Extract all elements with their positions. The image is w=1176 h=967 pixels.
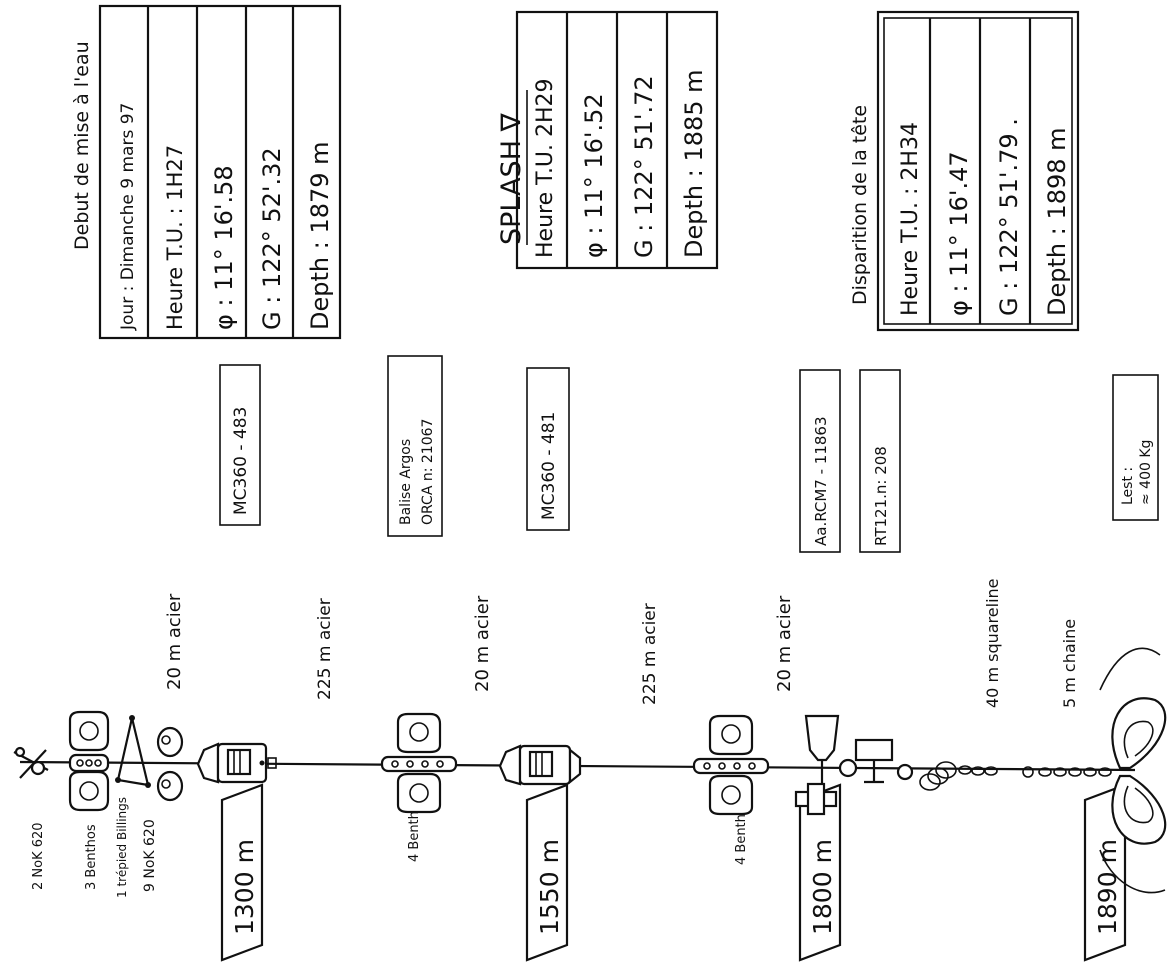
splash-row-time: Heure T.U. 2H29 [533,78,558,258]
svg-text:MC360 - 483: MC360 - 483 [231,407,251,515]
svg-text:1550 m: 1550 m [535,839,564,935]
svg-text:1890 m: 1890 m [1093,839,1122,935]
current-meter-481-icon [500,746,580,784]
svg-text:RT121.n: 208: RT121.n: 208 [872,446,890,546]
disappear-row-time: Heure T.U. : 2H34 [898,122,923,316]
svg-text:ORCA n: 21067: ORCA n: 21067 [420,419,436,525]
tripod-icon [115,715,151,788]
cable-label-225m-2: 225 m acier [640,603,660,705]
float-label-nok620-9: 9 NoK 620 [142,819,158,892]
svg-text:1800 m: 1800 m [808,839,837,935]
squareline-coil-icon [920,762,956,790]
disappear-row-depth: Depth : 1898 m [1043,127,1071,316]
argos-beacon-label: Balise Argos ORCA n: 21067 [388,356,442,536]
splash-row-depth: Depth : 1885 m [680,69,708,258]
current-meter-483-icon [198,744,276,782]
mc360-481-label: MC360 - 481 [527,368,569,530]
disappear-row-longitude: G : 122° 51'.79 . [995,118,1023,316]
depth-tag-1300: 1300 m [222,785,262,960]
benthos-float-group-3 [694,716,768,814]
splash-info-panel: SPLASH ∇ Heure T.U. 2H29 φ : 11° 16'.52 … [496,12,717,268]
aa-rcm7-label: Aa.RCM7 - 11863 [800,370,840,552]
cable-label-20m-2: 20 m acier [472,595,493,692]
ballast-label: Lest : ≈ 400 Kg [1113,375,1158,520]
float-label-benthos-3: 3 Benthos [84,824,99,890]
start-row-date: Jour : Dimanche 9 mars 97 [118,103,138,331]
benthos-float-group-1 [70,712,108,810]
rt121-label: RT121.n: 208 [860,370,900,552]
svg-text:Aa.RCM7 - 11863: Aa.RCM7 - 11863 [812,416,830,546]
svg-text:Balise Argos: Balise Argos [398,439,414,525]
cable-label-squareline: 40 m squareline [983,579,1002,709]
float-label-nok620-2: 2 NoK 620 [31,822,46,890]
disappear-title: Disparition de la tête [849,105,871,305]
cable-label-20m-3: 20 m acier [774,595,795,692]
disappear-row-latitude: φ : 11° 16'.47 [945,151,973,316]
depth-tag-1550: 1550 m [527,785,567,960]
chain-icon [959,766,1111,777]
float-label-tripod: 1 trépied Billings [115,797,129,898]
svg-text:MC360 - 481: MC360 - 481 [539,412,559,520]
disappear-info-panel: Disparition de la tête Heure T.U. : 2H34… [849,12,1078,330]
svg-text:Lest :: Lest : [1120,467,1136,505]
start-info-title: Debut de mise à l'eau [71,41,93,250]
svg-text:≈ 400 Kg: ≈ 400 Kg [1138,440,1154,505]
benthos-float-group-2 [382,714,456,812]
start-row-longitude: G : 122° 52'.32 [258,147,286,330]
svg-text:1300 m: 1300 m [230,839,259,935]
start-info-panel: Debut de mise à l'eau Jour : Dimanche 9 … [71,6,340,338]
cable-label-225m-1: 225 m acier [315,598,335,700]
cable-label-chain: 5 m chaine [1060,619,1079,708]
splash-row-latitude: φ : 11° 16'.52 [580,93,608,258]
start-row-latitude: φ : 11° 16'.58 [210,165,238,330]
mc360-483-label: MC360 - 483 [220,365,260,525]
release-rt121-icon [840,740,912,782]
cable-label-20m-1: 20 m acier [164,593,185,690]
rcm7-current-meter-icon [796,716,838,814]
splash-title: SPLASH ∇ [496,112,527,245]
splash-row-longitude: G : 122° 51'.72 [630,75,658,258]
start-row-time: Heure T.U. : 1H27 [163,145,187,330]
start-row-depth: Depth : 1879 m [306,141,334,330]
